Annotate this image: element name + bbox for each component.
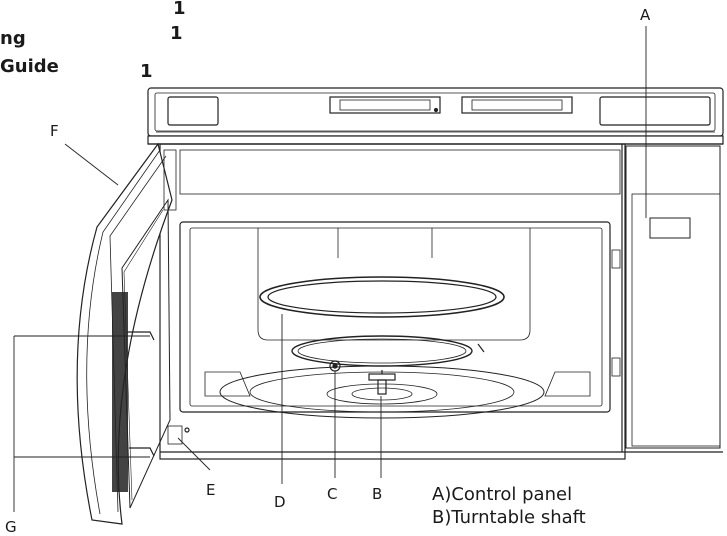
- top-vent: [147, 87, 724, 137]
- leader-lines: [13, 26, 647, 512]
- legend-text-b: Turntable shaft: [451, 506, 586, 528]
- legend-key-b: B): [432, 506, 452, 528]
- page-number-fragment: 1: [170, 23, 183, 44]
- glass-tray: [259, 276, 505, 318]
- turntable-shaft: [368, 370, 396, 395]
- header-fragment-word: ng: [0, 28, 26, 49]
- callout-e: E: [206, 481, 216, 499]
- legend-item-b: B)Turntable shaft: [432, 507, 586, 530]
- callout-b: B: [372, 485, 383, 503]
- control-panel: [611, 145, 721, 449]
- legend-key-a: A): [432, 484, 452, 505]
- body-shell: [147, 135, 724, 460]
- page-number-fragment: 1: [173, 0, 186, 19]
- legend-text-a: Control panel: [451, 484, 573, 505]
- legend: A)Control panel B)Turntable shaft: [432, 484, 586, 529]
- callout-d: D: [274, 493, 286, 511]
- page-number-fragment: 1: [140, 61, 153, 82]
- callout-f: F: [50, 122, 59, 140]
- callout-a: A: [640, 6, 651, 24]
- legend-item-a: A)Control panel: [432, 484, 586, 507]
- callout-g: G: [5, 518, 17, 536]
- callout-c: C: [327, 485, 338, 503]
- header-fragment-guide: Guide: [0, 56, 59, 77]
- open-door: [76, 142, 190, 525]
